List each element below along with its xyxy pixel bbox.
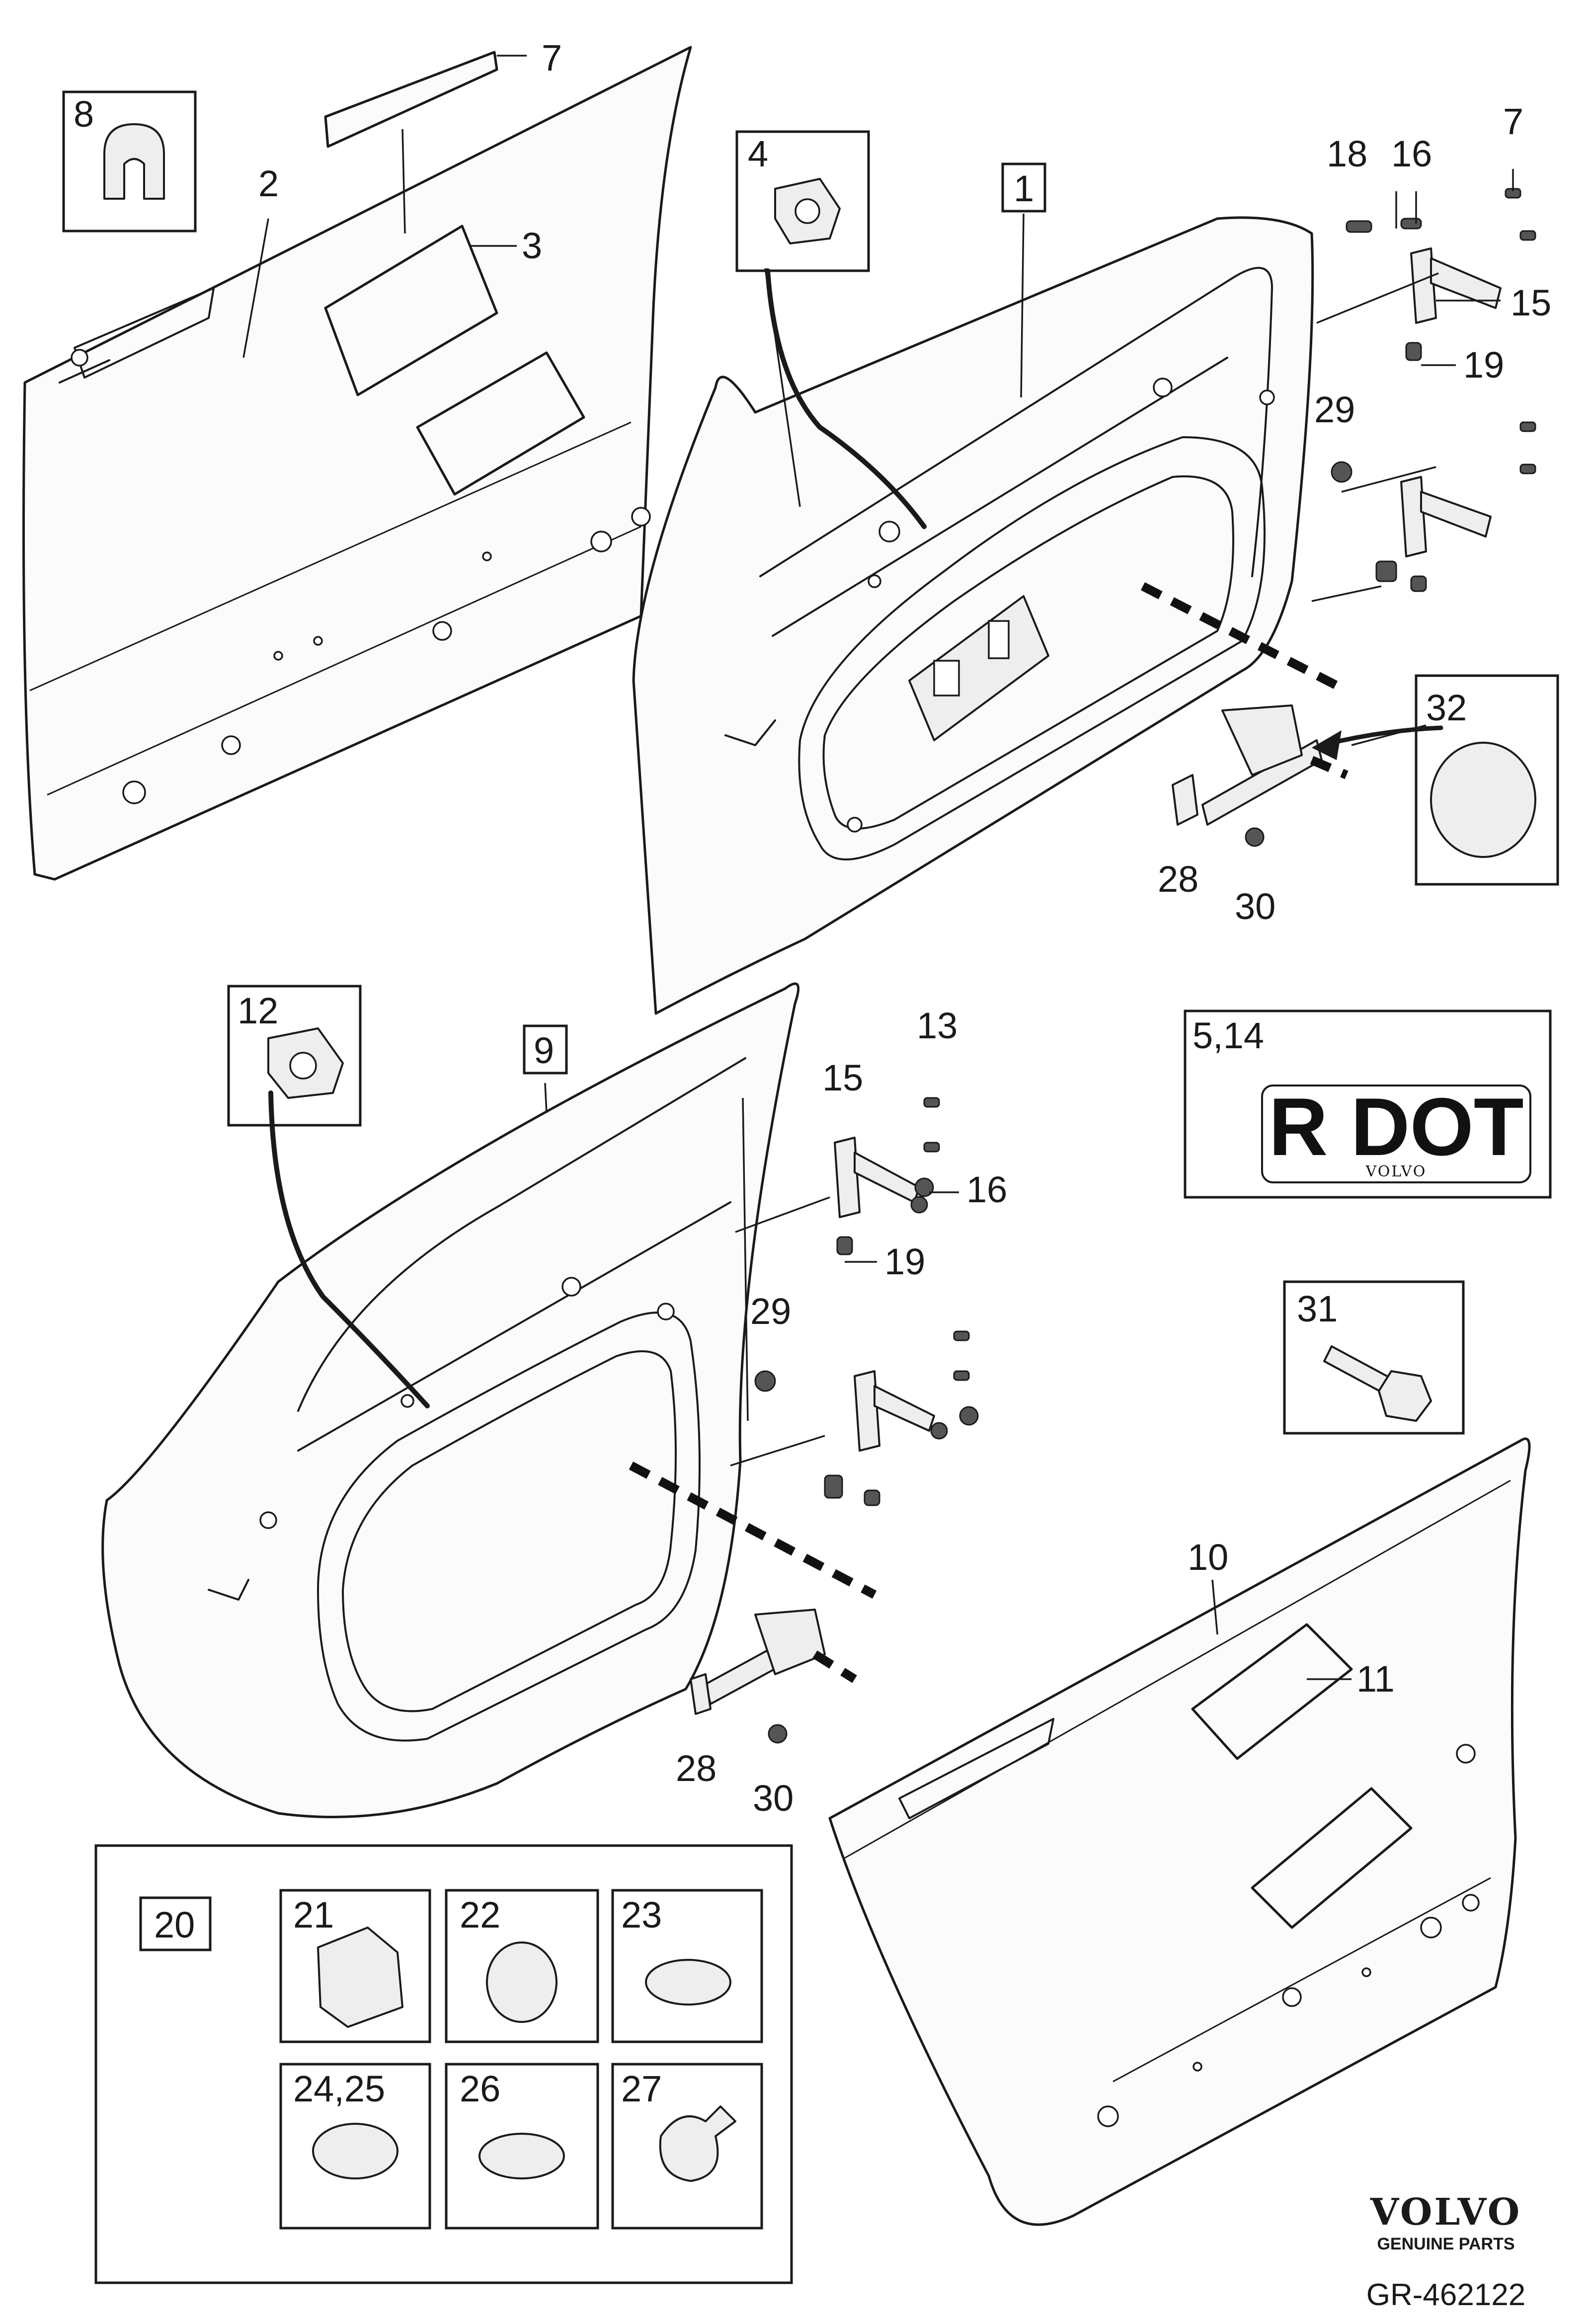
clip-8-part — [103, 123, 165, 200]
box-23 — [611, 1889, 763, 2043]
callout-23: 23 — [621, 1894, 662, 1936]
rear-lower-hinge — [754, 1330, 979, 1506]
box-22 — [445, 1889, 599, 2043]
front-door-frame — [632, 216, 1314, 1015]
callout-19b: 19 — [884, 1241, 925, 1282]
callout-20: 20 — [154, 1904, 195, 1945]
callout-24-25: 24,25 — [293, 2068, 385, 2109]
callout-11: 11 — [1356, 1658, 1395, 1700]
brand-name: VOLVO — [1370, 2191, 1521, 2234]
callout-28b: 28 — [676, 1748, 716, 1789]
callout-18: 18 — [1327, 133, 1367, 174]
rear-upper-hinge — [834, 1097, 940, 1255]
box-12 — [227, 985, 362, 1127]
box-21 — [279, 1889, 431, 2043]
rear-assembly-line-1 — [629, 1462, 877, 1599]
callout-22: 22 — [460, 1894, 500, 1936]
callout-7b: 7 — [1503, 101, 1523, 142]
callout-26: 26 — [460, 2068, 500, 2109]
rear-door-frame — [101, 982, 800, 1818]
reference-number: GR-462122 — [1366, 2278, 1526, 2312]
part-2425 — [312, 2123, 398, 2179]
callout-19a: 19 — [1463, 344, 1504, 386]
part-23 — [645, 1959, 731, 2006]
callout-3: 3 — [522, 225, 542, 266]
box-514 — [1184, 1009, 1552, 1199]
callout-30b: 30 — [753, 1778, 794, 1819]
callout-10: 10 — [1188, 1537, 1228, 1578]
leader-lines — [242, 55, 1514, 1680]
callout-labels: 7 8 2 3 4 1 18 16 7 15 19 29 32 28 30 12… — [74, 37, 1551, 2109]
sticker-11a — [1191, 1623, 1353, 1760]
part-21 — [317, 1927, 403, 2028]
rear-cable — [268, 1090, 430, 1408]
front-door-check-strap — [1172, 704, 1323, 847]
front-door-outer-skin — [22, 46, 692, 881]
callout-28a: 28 — [1158, 858, 1198, 900]
callout-16b: 16 — [966, 1169, 1007, 1210]
sticker-3a — [324, 225, 498, 396]
box-27 — [611, 2063, 763, 2230]
rear-door-check-strap — [690, 1609, 826, 1744]
sticker-11b — [1251, 1787, 1413, 1929]
callout-29b: 29 — [750, 1291, 791, 1332]
callout-15b: 15 — [822, 1057, 863, 1098]
front-upper-hinge — [1346, 188, 1536, 361]
rear-assembly-line-2 — [812, 1650, 857, 1683]
front-cable — [765, 268, 927, 529]
callout-31: 31 — [1297, 1288, 1338, 1329]
part-22 — [486, 1941, 557, 2023]
bolt-31-part — [1323, 1345, 1432, 1422]
callout-2: 2 — [258, 163, 279, 204]
callout-30a: 30 — [1235, 886, 1275, 927]
callout-21: 21 — [293, 1894, 334, 1936]
front-assembly-line-1 — [1140, 582, 1349, 695]
decal-main-text: R DOT — [1269, 1081, 1523, 1172]
part-26 — [478, 2133, 565, 2179]
callout-27: 27 — [621, 2068, 662, 2109]
front-assembly-line-2 — [1310, 756, 1349, 779]
callout-16a: 16 — [1391, 133, 1432, 174]
box-26 — [445, 2063, 599, 2230]
callout-5-14: 5,14 — [1193, 1015, 1264, 1056]
callout-12: 12 — [238, 990, 278, 1031]
callout-4: 4 — [748, 133, 768, 174]
brand-tagline: GENUINE PARTS — [1377, 2235, 1514, 2253]
part-27 — [659, 2105, 736, 2182]
plug-32-part — [1430, 742, 1536, 858]
box-2425 — [279, 2063, 431, 2230]
callout-13: 13 — [917, 1005, 957, 1046]
callout-8: 8 — [74, 93, 94, 135]
box-1 — [1001, 162, 1046, 213]
front-lower-hinge — [1331, 421, 1536, 592]
arrow-32-head — [1312, 730, 1342, 760]
callout-32: 32 — [1426, 687, 1467, 728]
box-20 — [139, 1896, 212, 1951]
callout-29a: 29 — [1314, 389, 1355, 430]
box-8 — [62, 90, 197, 232]
rear-door-outer-skin — [828, 1437, 1531, 2226]
callout-7a: 7 — [542, 37, 562, 78]
box-32 — [1415, 674, 1559, 886]
box-9 — [523, 1024, 568, 1075]
sticker-3b — [416, 351, 585, 496]
box-4 — [735, 130, 870, 272]
decal-sub-text: VOLVO — [1365, 1163, 1427, 1180]
callout-9: 9 — [534, 1030, 554, 1071]
strip-7 — [324, 51, 498, 148]
box-20-kit — [94, 1844, 793, 2284]
callout-1: 1 — [1014, 168, 1034, 209]
callout-15a: 15 — [1511, 282, 1551, 323]
box-31 — [1283, 1280, 1465, 1435]
decal-rdot — [1261, 1085, 1531, 1183]
